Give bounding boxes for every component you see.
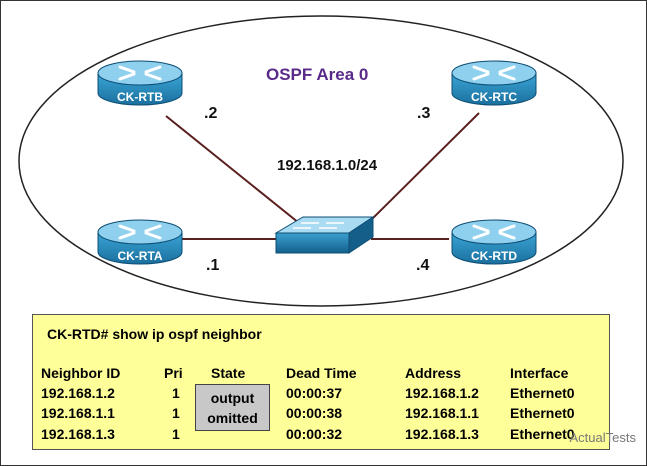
network-diagram <box>18 15 624 307</box>
row-3-address: 192.168.1.3 <box>405 426 479 442</box>
router-ck-rtd-label: CK-RTD <box>471 249 517 263</box>
rta-address-suffix: .1 <box>206 257 220 274</box>
header-interface: Interface <box>510 365 569 381</box>
row-1-dead-time: 00:00:37 <box>286 385 343 401</box>
cli-command: CK-RTD# show ip ospf neighbor <box>47 326 262 342</box>
state-line-2: omitted <box>207 410 258 426</box>
header-address: Address <box>405 365 462 381</box>
ospf-area-ellipse <box>18 15 624 307</box>
header-state: State <box>211 365 246 381</box>
subnet-label: 192.168.1.0/24 <box>277 157 378 174</box>
row-2-dead-time: 00:00:38 <box>286 405 343 421</box>
row-3-neighbor-id: 192.168.1.3 <box>41 426 115 442</box>
link-rtc-switch <box>367 112 480 224</box>
router-ck-rtc-label: CK-RTC <box>471 90 517 104</box>
row-1-neighbor-id: 192.168.1.2 <box>41 385 115 401</box>
watermark: ActualTests <box>569 430 636 445</box>
state-line-1: output <box>210 390 255 406</box>
link-rtb-switch <box>165 115 300 224</box>
row-3-pri: 1 <box>172 426 180 442</box>
row-2-neighbor-id: 192.168.1.1 <box>41 405 115 421</box>
switch-icon <box>274 216 375 254</box>
router-ck-rta-label: CK-RTA <box>117 249 163 263</box>
router-ck-rtb-label: CK-RTB <box>117 90 163 104</box>
header-dead-time: Dead Time <box>286 365 357 381</box>
row-1-interface: Ethernet0 <box>510 385 575 401</box>
header-neighbor-id: Neighbor ID <box>41 365 121 381</box>
row-1-pri: 1 <box>172 385 180 401</box>
row-3-dead-time: 00:00:32 <box>286 426 343 442</box>
rtc-address-suffix: .3 <box>417 105 431 122</box>
row-3-interface: Ethernet0 <box>510 426 575 442</box>
row-2-interface: Ethernet0 <box>510 405 575 421</box>
row-2-address: 192.168.1.1 <box>405 405 479 421</box>
header-pri: Pri <box>164 365 183 381</box>
rtd-address-suffix: .4 <box>416 257 430 274</box>
state-output-omitted-box: output omitted <box>195 384 270 431</box>
area-title: OSPF Area 0 <box>266 65 369 84</box>
cli-output-box: CK-RTD# show ip ospf neighbor Neighbor I… <box>32 314 610 450</box>
rtb-address-suffix: .2 <box>204 105 218 122</box>
row-1-address: 192.168.1.2 <box>405 385 479 401</box>
row-2-pri: 1 <box>172 405 180 421</box>
